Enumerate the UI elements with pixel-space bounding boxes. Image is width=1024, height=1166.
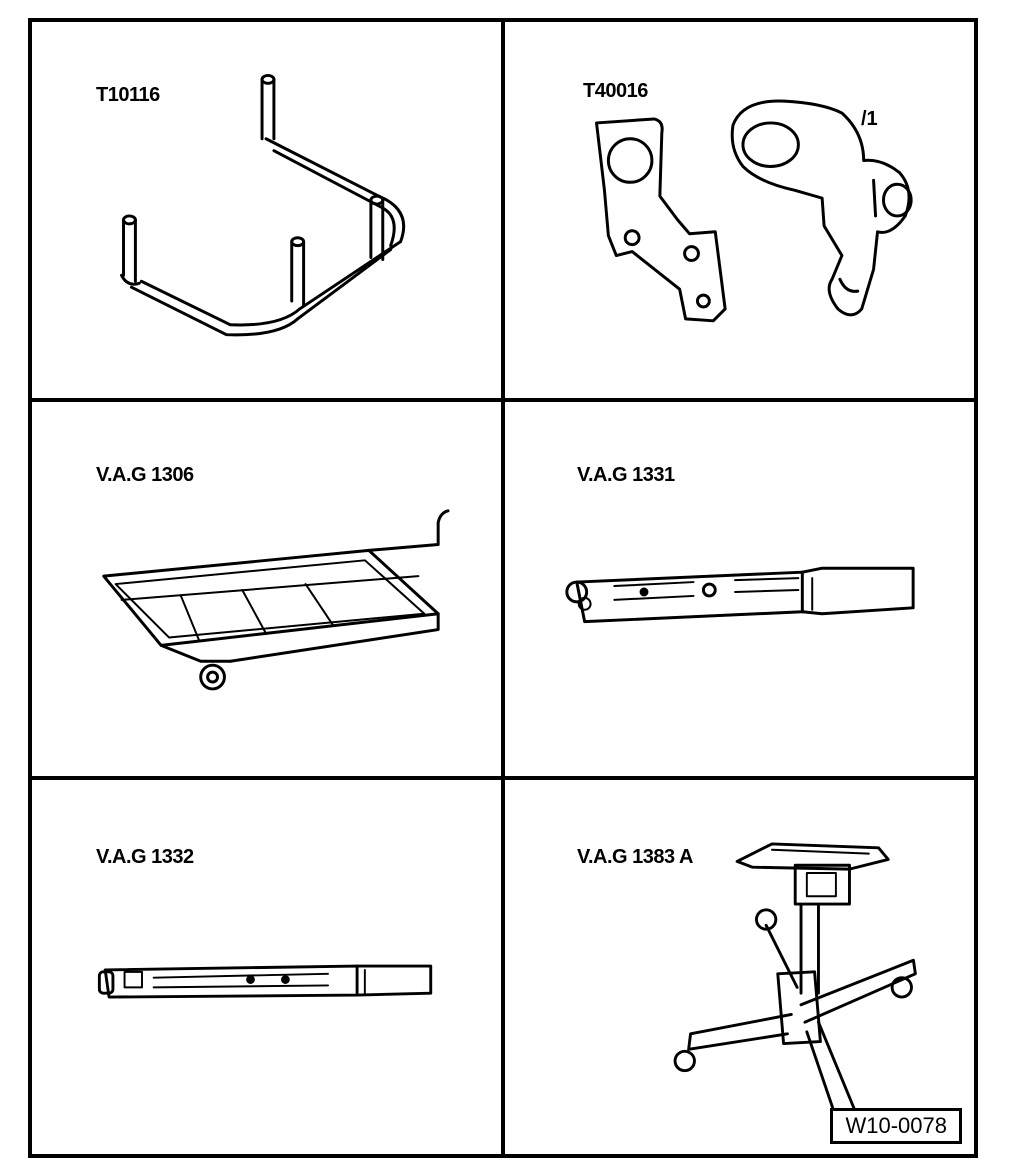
panel-vag-1383a: V.A.G 1383 A W10-0078 [505,780,974,1154]
panel-vag-1332: V.A.G 1332 [32,780,505,1154]
tool-t10116-illustration [120,73,406,337]
panel-label: T40016 [583,80,648,102]
tool-vag-1332-illustration [97,964,433,999]
panel-label: V.A.G 1332 [96,846,194,868]
panel-label: V.A.G 1331 [577,464,675,486]
panel-label: T10116 [96,84,160,106]
tool-vag-1331-illustration [565,566,915,624]
tool-grid: T10116 T40016 /1 [28,18,978,1158]
figure-code-label: W10-0078 [830,1108,962,1144]
part-sublabel: /1 [861,108,878,130]
tool-vag-1383a-illustration [673,842,917,1139]
panel-t40016: T40016 /1 [505,22,974,402]
panel-vag-1306: V.A.G 1306 [32,402,505,780]
panel-t10116: T10116 [32,22,505,402]
tool-vag-1306-illustration [102,509,450,691]
panel-label: V.A.G 1306 [96,464,194,486]
panel-vag-1331: V.A.G 1331 [505,402,974,780]
panel-label: V.A.G 1383 A [577,846,693,868]
tool-t40016-illustration [595,99,913,323]
